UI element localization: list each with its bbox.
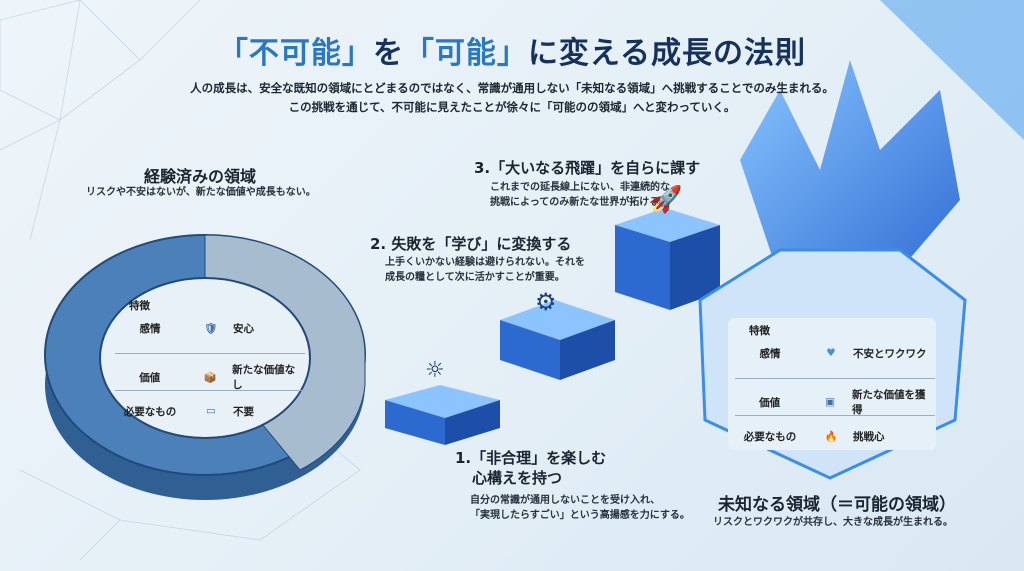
step-2-title: 2. 失敗を「学び」に変換する xyxy=(370,235,572,253)
row-value: 安心 xyxy=(233,322,254,335)
step-1-description: 自分の常識が通用しないことを受け入れ、「実現したらすごい」という高揚感を力にする… xyxy=(470,493,690,523)
desc-line: 成長の糧として次に活かすことが重要。 xyxy=(385,272,565,283)
shield-check-icon: 🛡 xyxy=(204,322,218,335)
winged-heart-icon: ♥ xyxy=(826,347,836,359)
row-label: 必要なもの xyxy=(123,405,177,418)
desc-line: 自分の常識が通用しないことを受け入れ、 xyxy=(470,495,661,506)
tray-icon: ▭ xyxy=(206,405,216,417)
title-line: 心構えを持つ xyxy=(472,469,563,487)
table-row: 感情 ♥ 不安とワクワク xyxy=(735,341,927,365)
row-label: 感情 xyxy=(759,347,781,360)
row-value: 不安とワクワク xyxy=(853,347,927,360)
row-label: 価値 xyxy=(139,371,161,384)
row-label: 価値 xyxy=(759,396,781,409)
step-2-description: 上手くいかない経験は避けられない。それを成長の糧として次に活かすことが重要。 xyxy=(385,255,585,285)
unknown-zone-description: リスクとワクワクが共存し、大きな成長が生まれる。 xyxy=(713,517,953,528)
network-lines xyxy=(0,0,361,561)
subtitle-line: この挑戦を通じて、不可能に見えたことが徐々に「可能のの領域」へと変わっていく。 xyxy=(288,100,736,114)
table-row: 価値 ▣ 新たな価値を獲得 xyxy=(735,378,935,417)
table-row: 必要なもの 🔥 挑戦心 xyxy=(735,415,935,448)
title-line: 1.「非合理」を楽しむ xyxy=(455,449,607,467)
row-value: 不要 xyxy=(233,405,254,418)
desc-line: 「実現したらすごい」という高揚感を力にする。 xyxy=(470,510,690,521)
unknown-zone-table: 特徴 感情 ♥ 不安とワクワク 価値 ▣ 新たな価値を獲得 必要なもの 🔥 挑戦心 xyxy=(735,323,935,448)
rocket-icon: 🚀 xyxy=(650,185,683,215)
crystal-illustration xyxy=(698,60,967,480)
step-1-title: 1.「非合理」を楽しむ心構えを持つ xyxy=(455,448,606,488)
treasure-chest-icon: ▣ xyxy=(825,396,836,408)
row-value: 新たな価値なし xyxy=(232,364,296,391)
desc-line: これまでの延長線上にない、非連続的な xyxy=(490,182,670,193)
title-highlight: 「可能」 xyxy=(403,36,528,71)
page-title: 「不可能」を「可能」に変える成長の法則 xyxy=(0,28,1024,72)
desc-line: 挑戦によってのみ新たな世界が拓ける。 xyxy=(490,197,670,208)
row-value: 新たな価値を獲得 xyxy=(851,389,926,416)
title-highlight: 「不可能」 xyxy=(217,36,373,71)
brain-lightbulb-icon: ☼ xyxy=(425,358,445,383)
table-header: 特徴 xyxy=(749,325,770,337)
table-row: 感情 🛡 安心 xyxy=(115,316,255,340)
row-value: 挑戦心 xyxy=(853,430,885,443)
row-label: 感情 xyxy=(139,322,161,335)
torch-icon: 🔥 xyxy=(824,430,838,443)
table-row: 必要なもの ▭ 不要 xyxy=(115,390,305,423)
known-zone-title: 経験済みの領域 xyxy=(144,167,257,186)
table-row: 価値 📦 新たな価値なし xyxy=(115,353,305,392)
step-3-title: 3.「大いなる飛躍」を自らに課す xyxy=(474,159,701,177)
gears-icon: ⚙ xyxy=(535,288,557,316)
desc-line: 上手くいかない経験は避けられない。それを xyxy=(385,257,585,268)
step-cubes xyxy=(385,208,720,445)
step-3-description: これまでの延長線上にない、非連続的な挑戦によってのみ新たな世界が拓ける。 xyxy=(490,180,670,210)
box-icon: 📦 xyxy=(203,371,217,384)
title-text: を xyxy=(372,36,404,71)
row-label: 必要なもの xyxy=(743,430,797,443)
table-header: 特徴 xyxy=(129,300,150,312)
known-zone-ring xyxy=(44,234,366,500)
unknown-zone-title: 未知なる領域（＝可能の領域） xyxy=(718,495,956,515)
known-zone-description: リスクや不安はないが、新たな価値や成長もない。 xyxy=(86,187,316,198)
corner-accent xyxy=(880,0,1024,140)
known-zone-table: 特徴 感情 🛡 安心 価値 📦 新たな価値なし 必要なもの ▭ 不要 xyxy=(115,298,305,418)
title-text: に変える成長の法則 xyxy=(527,36,807,71)
subtitle-line: 人の成長は、安全な既知の領域にとどまるのではなく、常識が通用しない「未知なる領域… xyxy=(190,81,834,95)
